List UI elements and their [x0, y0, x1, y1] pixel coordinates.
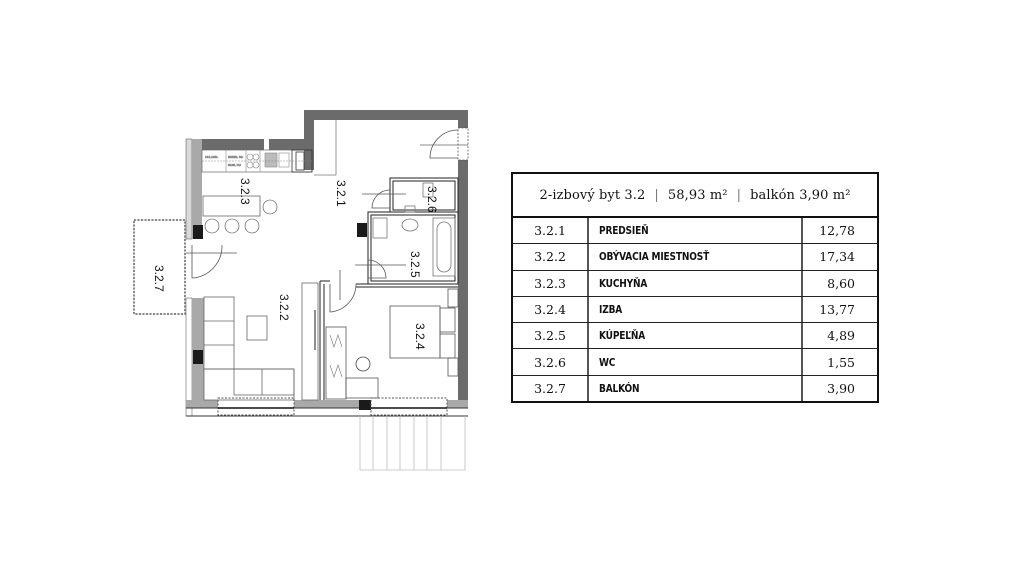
room-area: 12,78 — [819, 223, 855, 239]
room-area: 17,34 — [819, 249, 855, 265]
room-label-3-2-4: 3.2.4 — [413, 323, 427, 350]
room-number: 3.2.5 — [513, 323, 589, 349]
balcony-area: balkón 3,90 m² — [750, 187, 851, 203]
apartment-title: 2-izbový byt 3.2 — [539, 187, 646, 203]
header-separator: | — [654, 187, 659, 203]
room-name: KUCHYŇA — [589, 270, 803, 296]
total-area: 58,93 m² — [667, 187, 728, 203]
table-row: 3.2.7 BALKÓN 3,90 — [513, 375, 877, 402]
room-label-3-2-3: 3.2.3 — [238, 178, 252, 205]
table-row: 3.2.3 KUCHYŇA 8,60 — [513, 270, 877, 297]
svg-text:CHLADN.: CHLADN. — [205, 155, 218, 159]
table-header: 2-izbový byt 3.2 | 58,93 m² | balkón 3,9… — [513, 174, 877, 218]
table-row: 3.2.5 KÚPEĽŇA 4,89 — [513, 323, 877, 350]
area-table: 2-izbový byt 3.2 | 58,93 m² | balkón 3,9… — [511, 172, 879, 404]
room-area: 1,55 — [827, 354, 855, 370]
room-name: KÚPEĽŇA — [589, 323, 803, 349]
room-area: 4,89 — [827, 328, 855, 344]
room-area: 13,77 — [819, 302, 855, 318]
room-number: 3.2.7 — [513, 375, 589, 402]
room-label-3-2-5: 3.2.5 — [408, 251, 422, 278]
room-name: BALKÓN — [589, 375, 803, 402]
table-row: 3.2.6 WC 1,55 — [513, 349, 877, 376]
room-label-3-2-1: 3.2.1 — [334, 180, 348, 207]
room-label-3-2-6: 3.2.6 — [425, 186, 439, 213]
svg-text:SUSI. RU: SUSI. RU — [228, 163, 241, 167]
room-label-3-2-2: 3.2.2 — [277, 294, 291, 321]
room-labels: 3.2.1 3.2.2 3.2.3 3.2.4 3.2.5 3.2.6 3.2.… — [152, 178, 439, 350]
doors — [186, 129, 468, 313]
header-separator: | — [736, 187, 742, 203]
room-number: 3.2.2 — [513, 244, 589, 270]
room-name: WC — [589, 349, 803, 375]
table-row: 3.2.4 IZBA 13,77 — [513, 296, 877, 324]
kitchen-fixtures: CHLADN. SKRIN. RU SUSI. RU — [202, 150, 312, 234]
living-room-furniture — [203, 282, 319, 401]
room-name: PREDSIEŇ — [589, 218, 803, 244]
room-number: 3.2.3 — [513, 270, 589, 296]
table-row: 3.2.1 PREDSIEŇ 12,78 — [513, 218, 877, 245]
bedroom-furniture — [325, 288, 459, 400]
room-number: 3.2.1 — [513, 218, 589, 244]
room-number: 3.2.4 — [513, 296, 589, 323]
room-area: 8,60 — [827, 275, 855, 291]
room-name: OBÝVACIA MIESTNOSŤ — [589, 244, 803, 270]
windows — [217, 127, 469, 416]
balcony-3-2-7 — [133, 219, 186, 315]
terrace — [359, 416, 466, 471]
room-number: 3.2.6 — [513, 349, 589, 375]
room-name: IZBA — [589, 296, 803, 323]
table-row: 3.2.2 OBÝVACIA MIESTNOSŤ 17,34 — [513, 244, 877, 271]
bathroom-fixtures — [372, 182, 456, 277]
svg-text:SKRIN. RU: SKRIN. RU — [228, 155, 243, 159]
room-label-3-2-7: 3.2.7 — [152, 265, 166, 292]
room-area: 3,90 — [827, 380, 855, 396]
